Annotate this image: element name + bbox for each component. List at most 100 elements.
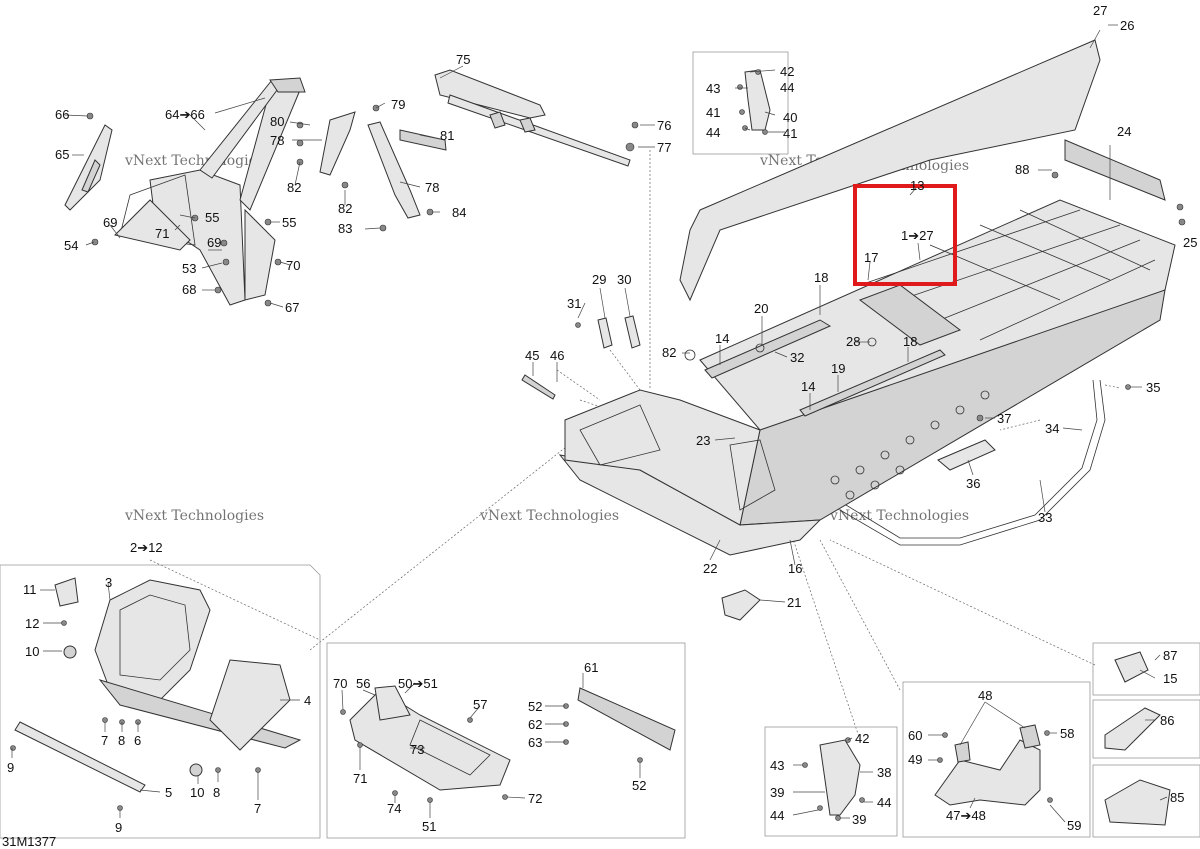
callout-78: 78 — [270, 133, 284, 148]
callout-14: 14 — [715, 331, 729, 346]
svg-text:vNext Technologies: vNext Technologies — [829, 508, 969, 524]
callout-69: 69 — [103, 215, 117, 230]
callout-39: 39 — [770, 785, 784, 800]
callout-39: 39 — [852, 812, 866, 827]
callout-75: 75 — [456, 52, 470, 67]
callout-2-12: 2➔12 — [130, 540, 163, 555]
callout-54: 54 — [64, 238, 78, 253]
callout-80: 80 — [270, 114, 284, 129]
callout-74: 74 — [387, 801, 401, 816]
callout-47-48: 47➔48 — [946, 808, 986, 823]
small-brackets — [521, 315, 641, 400]
callout-18: 18 — [903, 334, 917, 349]
callout-76: 76 — [657, 118, 671, 133]
callout-19: 19 — [831, 361, 845, 376]
callout-46: 46 — [550, 348, 564, 363]
callout-82: 82 — [662, 345, 676, 360]
callout-43: 43 — [706, 81, 720, 96]
callout-70: 70 — [286, 258, 300, 273]
callout-43: 43 — [770, 758, 784, 773]
callout-14: 14 — [801, 379, 815, 394]
callout-52: 52 — [528, 699, 542, 714]
diagram-code: 31M1377 — [2, 834, 56, 849]
callout-78: 78 — [425, 180, 439, 195]
callout-67: 67 — [285, 300, 299, 315]
callout-26: 26 — [1120, 18, 1134, 33]
callout-22: 22 — [703, 561, 717, 576]
callout-13: 13 — [910, 178, 924, 193]
callout-44: 44 — [877, 795, 891, 810]
inset-box-steering-support — [326, 642, 686, 839]
callout-8: 8 — [118, 733, 125, 748]
steering-column — [434, 69, 639, 167]
callout-31: 31 — [567, 296, 581, 311]
callout-44: 44 — [770, 808, 784, 823]
callout-88: 88 — [1015, 162, 1029, 177]
callout-69: 69 — [207, 235, 221, 250]
callout-82: 82 — [338, 201, 352, 216]
lower-bracket — [721, 589, 761, 621]
inset-box-front-bulkhead — [0, 564, 321, 839]
callout-58: 58 — [1060, 726, 1074, 741]
callout-35: 35 — [1146, 380, 1160, 395]
callout-51: 51 — [422, 819, 436, 834]
callout-41: 41 — [706, 105, 720, 120]
callout-44: 44 — [780, 80, 794, 95]
callout-15: 15 — [1163, 671, 1177, 686]
svg-text:vNext Technologies: vNext Technologies — [124, 153, 264, 169]
callout-72: 72 — [528, 791, 542, 806]
callout-11: 11 — [23, 582, 37, 597]
inset-box-bracket-bottom — [764, 726, 898, 837]
callout-85: 85 — [1170, 790, 1184, 805]
callout-83: 83 — [338, 221, 352, 236]
highlight-box — [853, 184, 957, 286]
callout-66: 66 — [55, 107, 69, 122]
callout-5: 5 — [165, 785, 172, 800]
callout-labels: 27 26 75 42 43 44 41 40 44 41 66 64➔66 8… — [7, 3, 1197, 835]
callout-52: 52 — [632, 778, 646, 793]
callout-25: 25 — [1183, 235, 1197, 250]
inset-box-footrest-86 — [1092, 699, 1200, 759]
callout-10: 10 — [190, 785, 204, 800]
callout-4: 4 — [304, 693, 311, 708]
callout-48: 48 — [978, 688, 992, 703]
callout-49: 49 — [908, 752, 922, 767]
callout-81: 81 — [440, 128, 454, 143]
callout-45: 45 — [525, 348, 539, 363]
callout-50-51: 50➔51 — [398, 676, 438, 691]
leader-lines — [11, 24, 1168, 823]
callout-60: 60 — [908, 728, 922, 743]
callout-42: 42 — [855, 731, 869, 746]
callout-57: 57 — [473, 697, 487, 712]
callout-8: 8 — [213, 785, 220, 800]
footrest-part — [937, 414, 996, 471]
callout-21: 21 — [787, 595, 801, 610]
callout-61: 61 — [584, 660, 598, 675]
callout-1-27: 1➔27 — [901, 228, 934, 243]
callout-73: 73 — [410, 742, 424, 757]
callout-62: 62 — [528, 717, 542, 732]
upper-arms-assembly — [296, 104, 447, 232]
callout-28: 28 — [846, 334, 860, 349]
front-frame-assembly — [64, 77, 306, 307]
callout-55: 55 — [205, 210, 219, 225]
callout-41: 41 — [783, 126, 797, 141]
callout-6: 6 — [134, 733, 141, 748]
inset-box-steering-post — [902, 681, 1091, 838]
tunnel-assembly — [558, 39, 1186, 556]
callout-65: 65 — [55, 147, 69, 162]
callout-55: 55 — [282, 215, 296, 230]
svg-text:vNext Technologies: vNext Technologies — [479, 508, 619, 524]
callout-7: 7 — [254, 801, 261, 816]
callout-20: 20 — [754, 301, 768, 316]
callout-30: 30 — [617, 272, 631, 287]
callout-53: 53 — [182, 261, 196, 276]
callout-84: 84 — [452, 205, 466, 220]
callout-42: 42 — [780, 64, 794, 79]
callout-79: 79 — [391, 97, 405, 112]
rear-bumper — [839, 379, 1106, 546]
callout-68: 68 — [182, 282, 196, 297]
callout-71: 71 — [353, 771, 367, 786]
callout-12: 12 — [25, 616, 39, 631]
